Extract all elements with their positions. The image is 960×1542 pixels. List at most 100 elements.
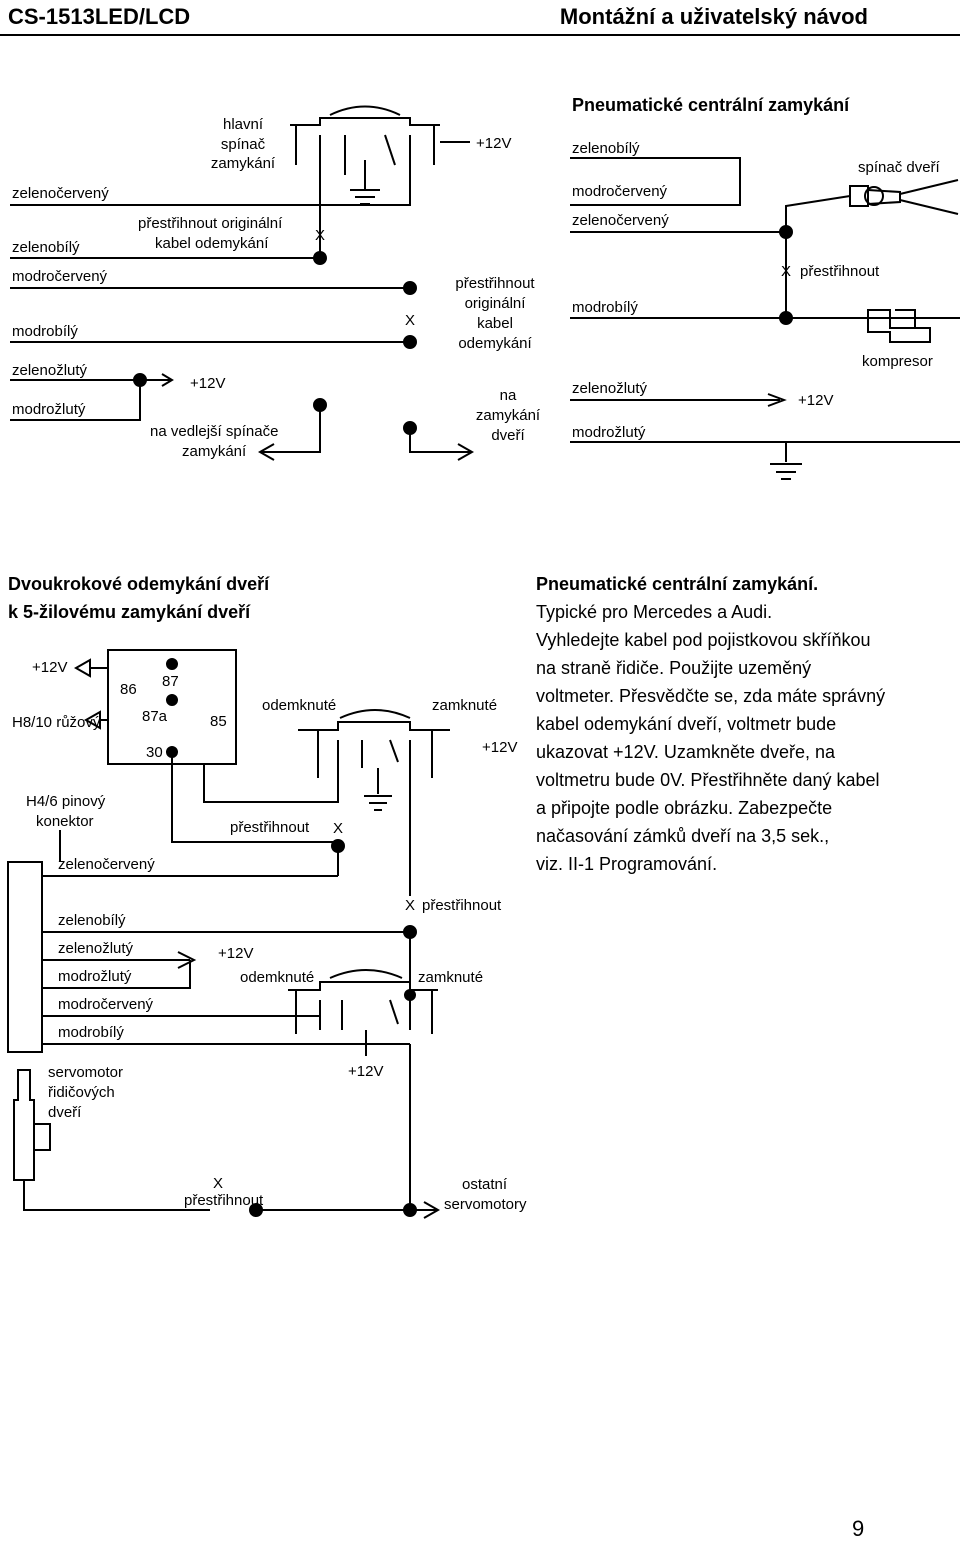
switch-a-rocker xyxy=(339,709,411,719)
plus12v-top: +12V xyxy=(476,135,511,152)
two-step-title-1: Dvoukrokové odemykání dveří xyxy=(8,574,270,594)
switch-a-c3 xyxy=(389,739,399,763)
cut-cable-3: kabel xyxy=(477,315,513,332)
pn-wire-door xyxy=(570,195,851,233)
switch-b-c3 xyxy=(389,999,399,1025)
pn-wire-4: modrobílý xyxy=(572,299,638,316)
d3-wire-6: modrobílý xyxy=(58,1024,124,1041)
pn-arrow xyxy=(767,393,787,407)
pn-loop-1 xyxy=(570,157,741,206)
unlocked-a: odemknuté xyxy=(262,697,336,714)
two-step-title-2: k 5-žilovému zamykání dveří xyxy=(8,602,251,622)
d3-wire-1: zelenočervený xyxy=(58,856,155,873)
page-header: CS-1513LED/LCD Montážní a uživatelský ná… xyxy=(0,0,960,40)
node-2 xyxy=(403,281,417,295)
servo-1: servomotor xyxy=(48,1064,123,1081)
d3-line-3 xyxy=(42,951,197,969)
wire-label-2: zelenobílý xyxy=(12,239,80,256)
relay-12v-wire xyxy=(90,667,109,690)
servo-3: dveří xyxy=(48,1104,82,1121)
connector-block xyxy=(7,861,43,1053)
plus12v-a: +12V xyxy=(482,739,517,756)
two-step-title: Dvoukrokové odemykání dveří k 5-žilovému… xyxy=(8,570,428,626)
header-rule xyxy=(0,34,960,36)
other-servos-2: servomotory xyxy=(444,1196,527,1213)
switch-top xyxy=(290,117,440,126)
page-number: 9 xyxy=(852,1516,865,1541)
relay-pin-87a: 87a xyxy=(142,708,168,725)
wire-label-6: modrožlutý xyxy=(12,401,86,418)
diagram-two-step: +12V H8/10 růžový 86 87 87a 85 30 přestř… xyxy=(7,649,527,1219)
instr-line-2: Vyhledejte kabel pod pojistkovou skříňko… xyxy=(536,630,871,650)
locked-b: zamknuté xyxy=(418,969,483,986)
pn-wire-6: modrožlutý xyxy=(572,424,646,441)
diagram-pneumatic: Pneumatické centrální zamykání zelenobíl… xyxy=(570,95,960,480)
switch-b-top xyxy=(288,981,438,991)
door-wire xyxy=(409,428,475,461)
instr-line-4: voltmeter. Přesvědčte se, zda máte správ… xyxy=(536,686,886,706)
relay-12v-arrow xyxy=(73,658,91,678)
cut-mark-2: X xyxy=(405,312,415,329)
main-switch-label-1: hlavní xyxy=(223,116,264,133)
door-lock-3: dveří xyxy=(491,427,525,444)
unlocked-b: odemknuté xyxy=(240,969,314,986)
cut-a-label: přestřihnout xyxy=(230,819,310,836)
node-b xyxy=(403,925,417,939)
h8-wire xyxy=(100,690,109,721)
relay-out-wire xyxy=(203,764,339,803)
locked-a: zamknuté xyxy=(432,697,497,714)
relay-pin-87: 87 xyxy=(162,673,179,690)
cut-unlock-2: kabel odemykání xyxy=(155,235,269,252)
manual-title: Montážní a uživatelský návod xyxy=(559,4,868,29)
wire-zz-mz xyxy=(10,379,141,421)
switch-b-sides xyxy=(295,990,433,1034)
pn-wire-3: zelenočervený xyxy=(572,212,669,229)
relay-node-87a xyxy=(166,694,178,706)
door-switch-pivot xyxy=(864,186,884,206)
cut-cable-4: odemykání xyxy=(458,335,532,352)
aux-label-2: zamykání xyxy=(182,443,247,460)
door-lock-1: na xyxy=(500,387,517,404)
instr-line-3: na straně řidiče. Použijte uzeměný xyxy=(536,658,812,678)
pn-wire-1: zelenobílý xyxy=(572,140,640,157)
instr-line-10: viz. II-1 Programování. xyxy=(536,854,718,874)
instr-line-1: Typické pro Mercedes a Audi. xyxy=(536,602,773,622)
cut-cable-1: přestřihnout xyxy=(455,275,535,292)
switch-b-rocker xyxy=(329,969,403,979)
plus12v-b: +12V xyxy=(218,945,253,962)
aux-wire xyxy=(257,405,321,461)
switch-a-sides xyxy=(317,730,433,778)
node-c xyxy=(404,989,416,1001)
instr-line-9: načasování zámků dveří na 3,5 sek., xyxy=(536,826,830,846)
compressor-label: kompresor xyxy=(862,353,933,370)
relay-pin-85: 85 xyxy=(210,713,227,730)
cut-b-label: přestřihnout xyxy=(422,897,502,914)
cut-c-mark: X xyxy=(213,1175,223,1192)
door-lock-2: zamykání xyxy=(476,407,541,424)
servo-icon xyxy=(13,1069,35,1181)
switch-a-top xyxy=(298,721,450,731)
wire-label-1: zelenočervený xyxy=(12,185,109,202)
pn-node-2 xyxy=(779,311,793,325)
cut-a-mark: X xyxy=(333,820,343,837)
compressor-icon xyxy=(867,309,931,343)
switch-contact-3 xyxy=(384,134,396,166)
aux-label-1: na vedlejší spínače xyxy=(150,423,278,440)
wire-label-5: zelenožlutý xyxy=(12,362,88,379)
instr-line-8: a připojte podle obrázku. Zabezpečte xyxy=(536,798,833,818)
servo-wire xyxy=(23,1180,210,1211)
d3-wire-3: zelenožlutý xyxy=(58,940,134,957)
wire-label-4: modrobílý xyxy=(12,323,78,340)
pneumatic-title: Pneumatické centrální zamykání xyxy=(572,95,850,115)
instr-line-5: kabel odemykání dveří, voltmetr bude xyxy=(536,714,837,734)
d3-line-4 xyxy=(42,960,191,989)
instr-line-6: ukazovat +12V. Uzamkněte dveře, na xyxy=(536,742,836,762)
node-3 xyxy=(403,335,417,349)
servo-icon-tab xyxy=(34,1123,51,1151)
pn-cut-label: přestřihnout xyxy=(800,263,880,280)
main-switch-label-2: spínač xyxy=(221,136,266,153)
pn-wire-2: modročervený xyxy=(572,183,668,200)
pn-node-1 xyxy=(779,225,793,239)
plus12v-c: +12V xyxy=(348,1063,383,1080)
